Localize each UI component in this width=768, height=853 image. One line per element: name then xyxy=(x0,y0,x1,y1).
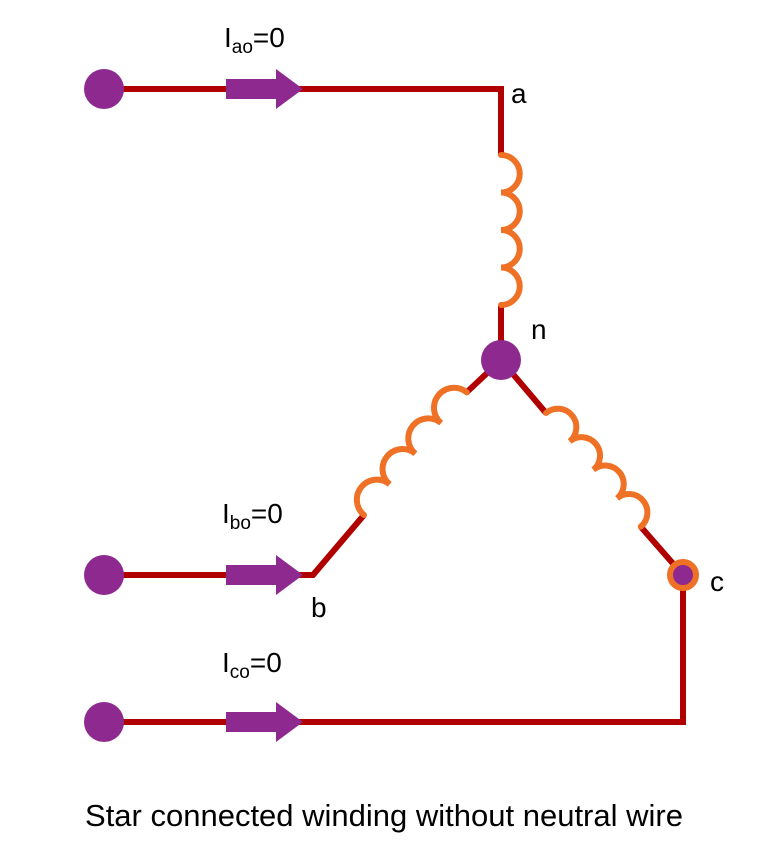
winding-coil-b xyxy=(353,384,470,518)
current-arrow-b xyxy=(226,555,303,595)
terminal-c xyxy=(84,702,124,742)
node-label-a: a xyxy=(511,78,527,109)
current-subscript: bo xyxy=(229,513,251,534)
current-subscript: co xyxy=(229,662,250,683)
neutral-node-n xyxy=(481,340,521,380)
terminal-b xyxy=(84,555,124,595)
current-arrow-a xyxy=(226,69,303,109)
current-subscript: ao xyxy=(231,37,253,58)
diagram-caption: Star connected winding without neutral w… xyxy=(85,798,683,833)
current-label-a: Iao=0 xyxy=(224,22,285,58)
winding-coil-c xyxy=(543,405,651,530)
current-label-b: Ibo=0 xyxy=(222,498,283,534)
current-symbol: I xyxy=(222,647,230,678)
wire-line-b xyxy=(104,513,367,578)
node-label-b: b xyxy=(311,592,327,623)
current-value: =0 xyxy=(252,22,285,53)
node-label-c: c xyxy=(710,566,724,597)
current-value: =0 xyxy=(250,498,283,529)
current-value: =0 xyxy=(249,647,282,678)
node-c xyxy=(667,559,699,591)
node-label-n: n xyxy=(531,314,547,345)
terminal-a xyxy=(84,69,124,109)
wire-line-a xyxy=(104,86,504,155)
wire-line-c xyxy=(104,575,686,725)
current-symbol: I xyxy=(222,498,230,529)
current-label-c: Ico=0 xyxy=(222,647,282,683)
winding-coil-a xyxy=(498,152,523,308)
current-symbol: I xyxy=(224,22,232,53)
current-arrow-c xyxy=(226,702,303,742)
